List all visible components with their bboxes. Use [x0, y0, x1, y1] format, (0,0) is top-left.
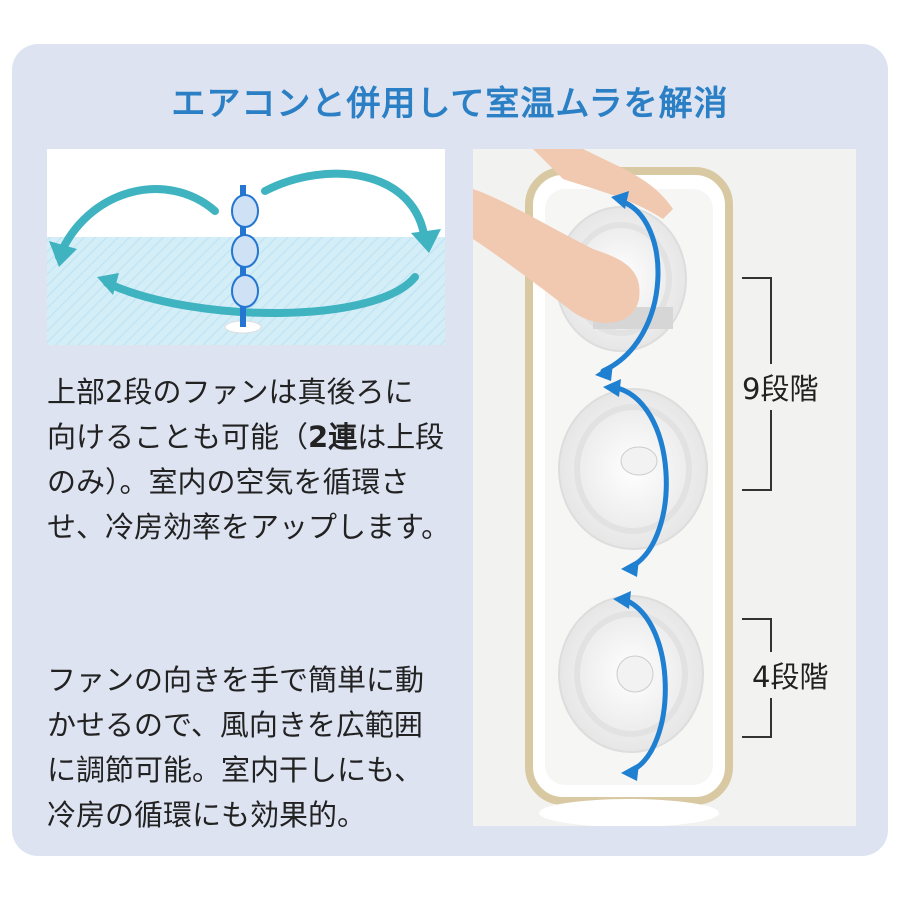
rotation-arrows	[600, 198, 669, 774]
level-label-lower: 4段階	[750, 652, 831, 698]
text-line: 上部2段のファンは真後ろに	[47, 375, 414, 409]
arrow-head-left-top	[49, 241, 77, 267]
circulation-illustration	[47, 149, 445, 345]
level-label-upper: 9段階	[740, 364, 821, 410]
arrow-heads	[595, 191, 639, 781]
product-photo	[473, 149, 856, 826]
text-line: 向けることも可能（2連は上段	[47, 415, 452, 460]
fan-middle	[558, 388, 708, 550]
circulation-diagram	[47, 149, 445, 345]
curved-arrow-icon	[261, 169, 429, 245]
hand	[473, 189, 640, 323]
arrow-head-bottom	[97, 273, 119, 295]
tower-fan-icon	[224, 185, 262, 334]
text-line: 冷房の循環にも効果的。	[47, 798, 367, 832]
text-line: のみ）。室内の空気を循環さ	[47, 465, 410, 499]
text-line: ファンの向きを手で簡単に動	[47, 663, 425, 697]
curved-arrow-icon	[55, 185, 219, 261]
description-rotation: 上部2段のファンは真後ろに 向けることも可能（2連は上段 のみ）。室内の空気を循…	[47, 370, 452, 550]
hand-upper	[533, 149, 673, 219]
text-line: に調節可能。室内干しにも、	[47, 753, 424, 787]
tower-fan-photo	[473, 149, 733, 826]
text-line: かせるので、風向きを広範囲	[47, 708, 423, 742]
text-segment: は上段	[357, 420, 445, 454]
headline: エアコンと併用して室温ムラを解消	[171, 84, 729, 124]
curved-arrow-icon	[103, 273, 419, 318]
text-emphasis: 2連	[308, 420, 358, 454]
text-line: せ、冷房効率をアップします。	[47, 510, 451, 544]
fan-lower	[558, 595, 704, 753]
text-segment: 向けることも可能（	[47, 420, 309, 454]
arrow-head-right	[411, 229, 441, 253]
description-adjust: ファンの向きを手で簡単に動 かせるので、風向きを広範囲 に調節可能。室内干しにも…	[47, 658, 452, 838]
